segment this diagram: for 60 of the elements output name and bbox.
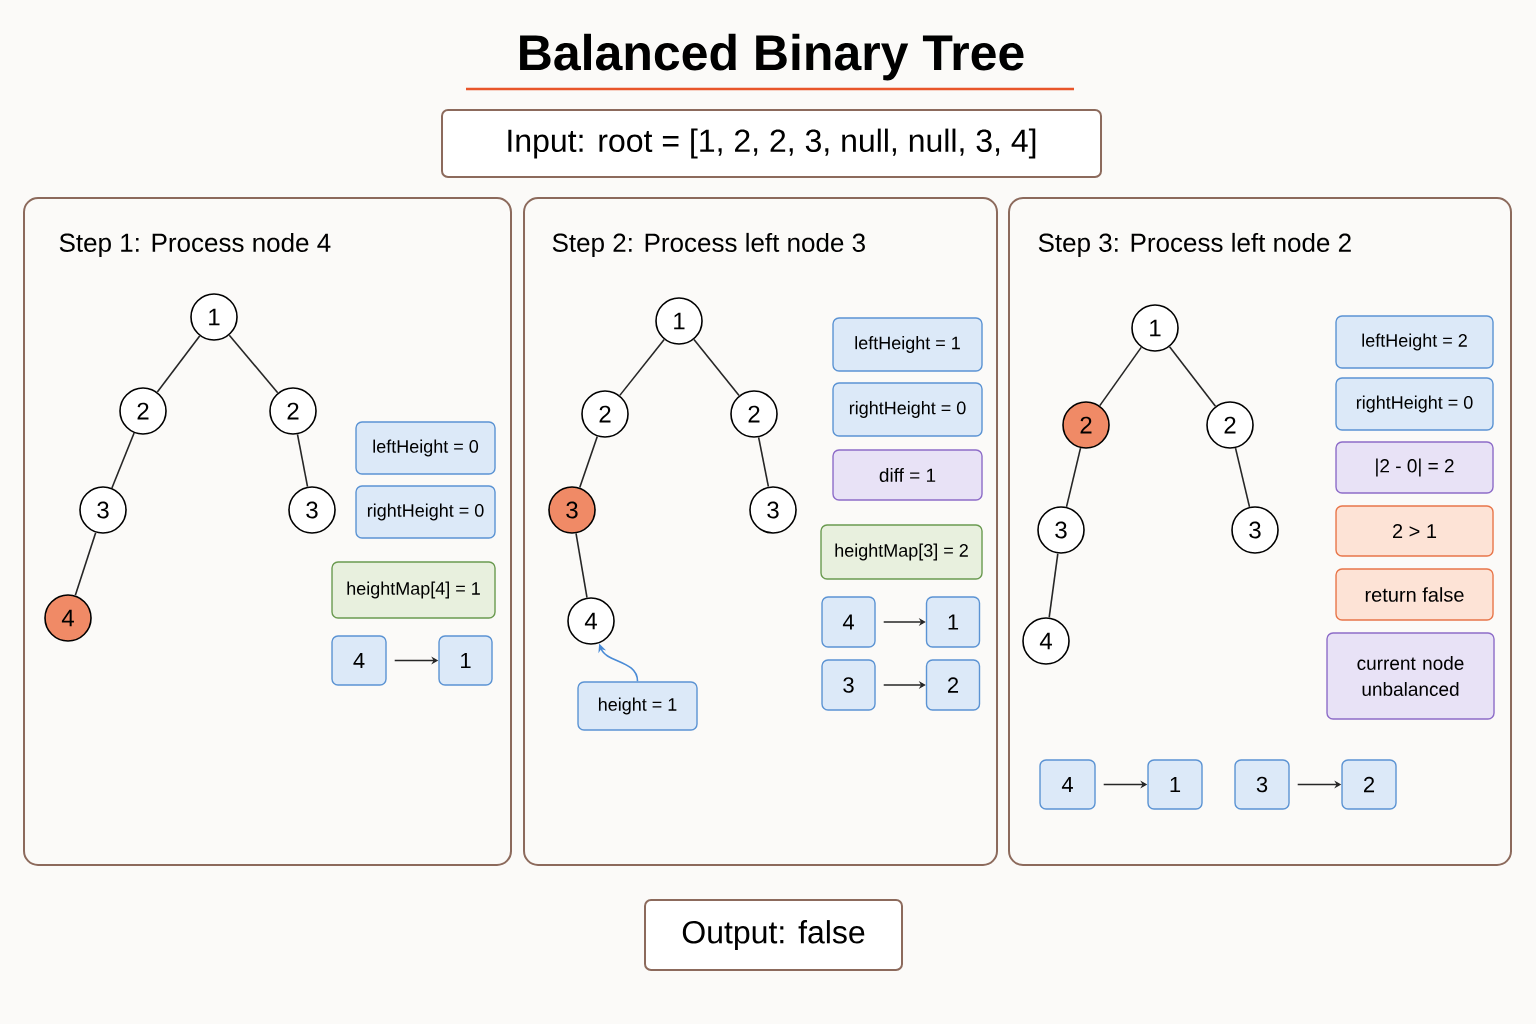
highlighted-tree-node: 2 xyxy=(1062,401,1110,449)
map-box: 1 xyxy=(1147,759,1203,810)
tree-node: 3 xyxy=(749,486,797,534)
map-box: 3 xyxy=(821,659,876,711)
tree-node: 2 xyxy=(581,390,629,438)
value-box: leftHeight = 0 xyxy=(355,421,496,475)
tree-node: 3 xyxy=(1037,506,1085,554)
map-box: 4 xyxy=(331,635,387,686)
tree-node: 3 xyxy=(288,486,336,534)
map-box: 3 xyxy=(1234,759,1290,810)
value-box: height = 1 xyxy=(577,681,698,731)
map-box: 4 xyxy=(1039,759,1096,810)
connector-line xyxy=(1048,552,1059,619)
connector-line xyxy=(693,338,740,397)
map-entry-box: heightMap[4] = 1 xyxy=(331,561,496,619)
result-box: diff = 1 xyxy=(832,449,983,501)
tree-node: 3 xyxy=(79,486,127,534)
connector-line xyxy=(1234,447,1251,508)
title: Balanced Binary Tree xyxy=(520,33,1024,81)
map-box: 4 xyxy=(821,596,876,648)
connector-line xyxy=(228,334,279,394)
connector-line xyxy=(757,436,770,488)
tree-node: 3 xyxy=(1231,506,1279,554)
tree-node: 2 xyxy=(730,390,778,438)
map-box: 1 xyxy=(925,596,981,648)
tree-node: 2 xyxy=(119,387,167,435)
tree-node: 1 xyxy=(655,297,703,345)
connector-line xyxy=(619,338,665,397)
map-entry-box: heightMap[3] = 2 xyxy=(820,524,983,580)
result-box: |2 - 0| = 2 xyxy=(1335,441,1494,494)
tree-node: 4 xyxy=(1022,617,1070,665)
map-box: 2 xyxy=(1341,759,1397,810)
value-box: leftHeight = 2 xyxy=(1335,315,1494,369)
highlighted-tree-node: 4 xyxy=(44,594,92,642)
highlighted-tree-node: 3 xyxy=(548,486,596,534)
connector-line xyxy=(1168,346,1217,407)
value-box: rightHeight = 0 xyxy=(355,485,496,539)
connector-line xyxy=(74,531,97,597)
tree-node: 4 xyxy=(567,597,615,645)
input-output-box: Output: false xyxy=(644,899,903,971)
tree-node: 2 xyxy=(1206,401,1254,449)
value-box: rightHeight = 0 xyxy=(832,382,983,437)
connector-line xyxy=(575,532,588,599)
tree-node: 1 xyxy=(1131,304,1179,352)
connector-line xyxy=(1099,346,1142,407)
connector-line xyxy=(156,335,201,393)
connector-line xyxy=(111,432,135,489)
result-box: current node unbalanced xyxy=(1326,632,1495,720)
input-output-box: Input: root = [1, 2, 2, 3, null, null, 3, 4] xyxy=(441,109,1102,178)
map-box: 1 xyxy=(438,635,493,686)
result-box: return false xyxy=(1335,568,1494,621)
tree-node: 2 xyxy=(269,387,317,435)
map-box: 2 xyxy=(925,659,981,711)
connector-line xyxy=(1065,447,1082,508)
value-box: rightHeight = 0 xyxy=(1335,377,1494,431)
tree-node: 1 xyxy=(190,293,238,341)
value-box: leftHeight = 1 xyxy=(832,317,983,372)
connector-line xyxy=(296,433,309,488)
result-box: 2 > 1 xyxy=(1335,505,1494,557)
connector-line xyxy=(578,435,599,489)
